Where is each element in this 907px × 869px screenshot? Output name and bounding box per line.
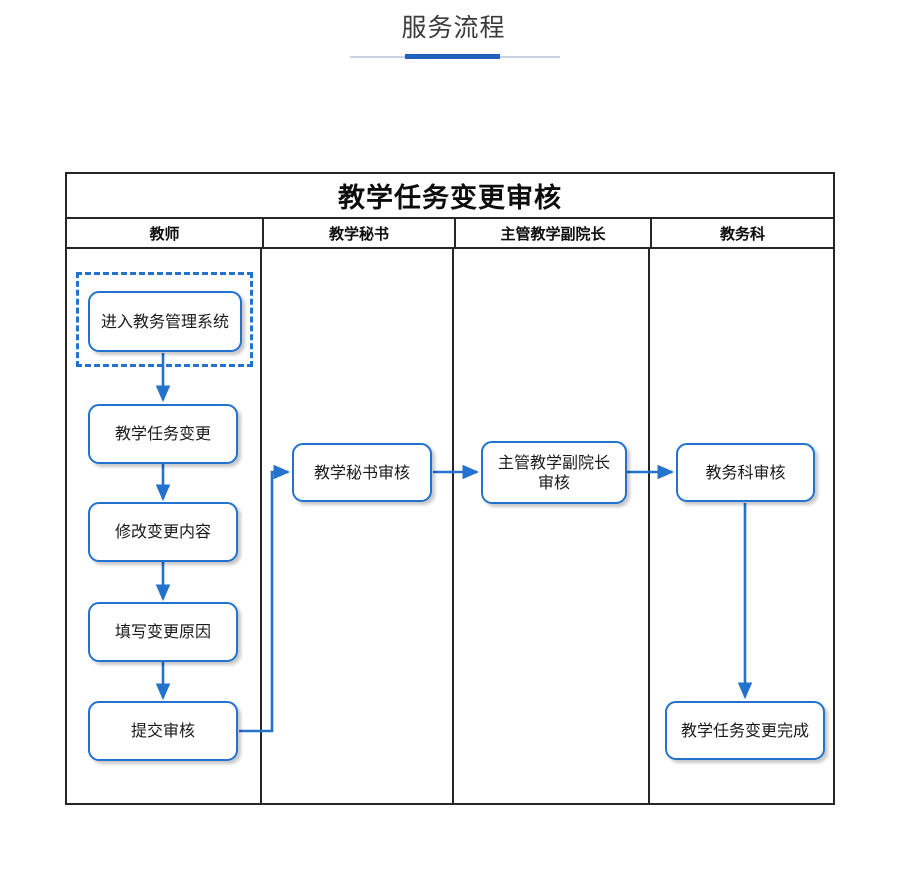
selection-box-enter-system[interactable] [76, 272, 253, 367]
lane-divider-3 [648, 249, 650, 803]
node-submit-review[interactable]: 提交审核 [88, 701, 238, 761]
lane-divider-2 [452, 249, 454, 803]
lane-header-teacher: 教师 [149, 224, 180, 243]
swimlane-title-row: 教学任务变更审核 [67, 174, 833, 219]
swimlane-header-row: 教师 教学秘书 主管教学副院长 教务科 [67, 219, 833, 249]
lane-header-academic-affairs: 教务科 [650, 219, 833, 247]
lane-header-vice-dean: 主管教学副院长 [454, 219, 650, 247]
node-modify-content[interactable]: 修改变更内容 [88, 502, 238, 562]
node-secretary-review[interactable]: 教学秘书审核 [292, 443, 432, 502]
lane-divider-1 [260, 249, 262, 803]
node-enter-system[interactable]: 进入教务管理系统 [88, 291, 242, 352]
node-fill-reason[interactable]: 填写变更原因 [88, 602, 238, 662]
page-title: 服务流程 [0, 12, 907, 44]
swimlane-table: 教学任务变更审核 教师 教学秘书 主管教学副院长 教务科 [65, 172, 835, 805]
node-vice-dean-review[interactable]: 主管教学副院长 审核 [481, 441, 627, 504]
lane-header-secretary: 教学秘书 [262, 219, 454, 247]
node-change-complete[interactable]: 教学任务变更完成 [665, 701, 825, 760]
node-affairs-review[interactable]: 教务科审核 [676, 443, 815, 502]
swimlane-title: 教学任务变更审核 [338, 183, 562, 214]
node-task-change[interactable]: 教学任务变更 [88, 404, 238, 464]
page-title-text: 服务流程 [401, 13, 506, 42]
page-title-rule-accent [405, 54, 500, 59]
